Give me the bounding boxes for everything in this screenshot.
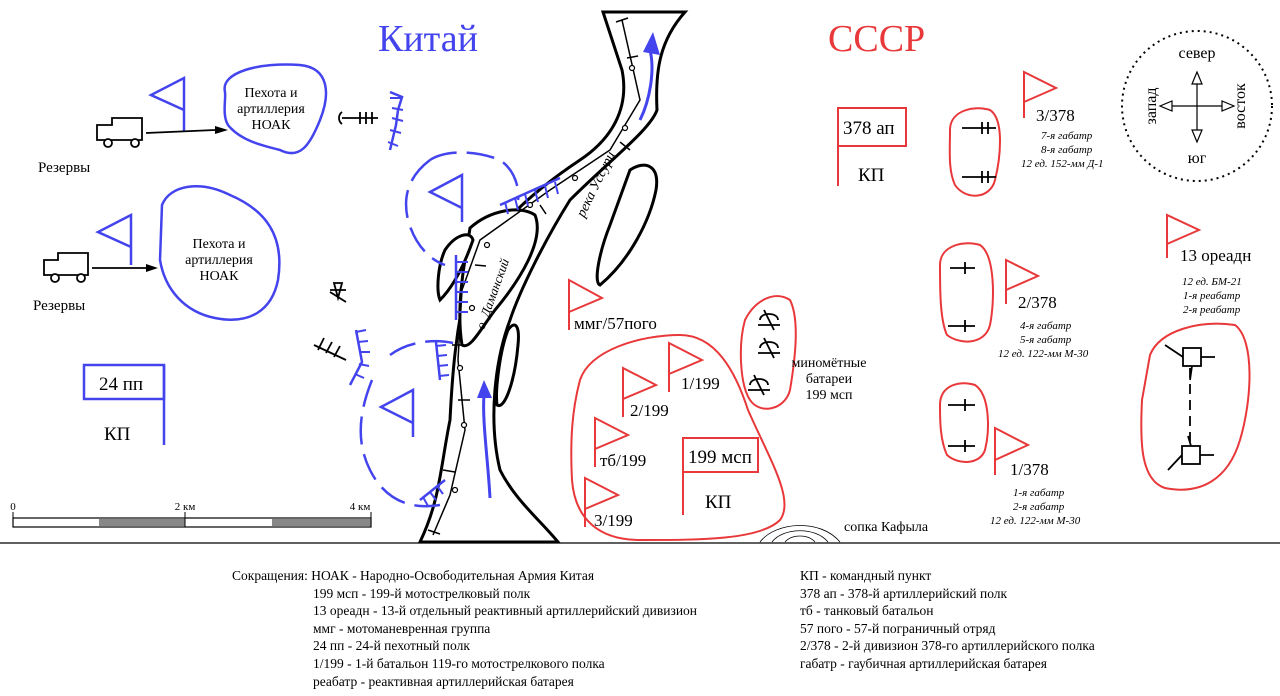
d2-line3: 12 ед. 122-мм М-30	[998, 348, 1089, 360]
mortars-line1: миномётные	[792, 356, 867, 371]
d3-label: 3/378	[1036, 106, 1075, 125]
mmg-label: ммг/57пого	[574, 314, 657, 333]
hill-label: сопка Кафыла	[844, 520, 929, 535]
oreadn-line3: 2-я реабатр	[1183, 304, 1241, 316]
reserves-2-label: Резервы	[33, 298, 85, 314]
scale-start: 0	[10, 501, 16, 513]
legend-item: ммг - мотоманевренная группа	[313, 620, 491, 636]
ussr-forces	[568, 70, 1251, 543]
artillery-symbols	[748, 122, 1215, 471]
d3-line3: 12 ед. 152-мм Д-1	[1021, 158, 1104, 170]
oreadn-label: 13 ореадн	[1180, 246, 1251, 265]
infantry-2-line2: артиллерия	[185, 253, 253, 268]
compass-east: восток	[1232, 83, 1249, 129]
d2-line2: 5-я габатр	[1020, 334, 1072, 346]
oreadn-line2: 1-я реабатр	[1183, 290, 1241, 302]
compass-north: север	[1179, 45, 1216, 62]
china-kp-label: КП	[104, 424, 131, 445]
legend-item: 199 мсп - 199-й мотострелковый полк	[313, 585, 531, 601]
ussr-title: СССР	[828, 18, 925, 60]
ussr-labels: ммг/57пого 1/199 2/199 тб/199 3/199 199 …	[574, 106, 1251, 535]
legend-right: КП - командный пункт 378 ап - 378-й арти…	[800, 567, 1095, 673]
d2-label: 2/378	[1018, 293, 1057, 312]
china-forces	[82, 63, 561, 508]
legend-item: 378 ап - 378-й артиллерийский полк	[800, 585, 1008, 601]
scale-mid: 2 км	[175, 501, 196, 513]
compass: север юг запад восток	[1121, 30, 1273, 182]
msp-label: 199 мсп	[688, 447, 752, 468]
d1-line2: 2-я габатр	[1013, 501, 1065, 513]
d1-line1: 1-я габатр	[1013, 487, 1065, 499]
legend-left: Сокращения: НОАК - Народно-Освободительн…	[232, 567, 697, 690]
oreadn-line1: 12 ед. БМ-21	[1182, 276, 1242, 288]
d3-line2: 8-я габатр	[1041, 144, 1093, 156]
legend-item: 2/378 - 2-й дивизион 378-го артиллерийск…	[800, 638, 1095, 654]
d3-line1: 7-я габатр	[1041, 130, 1093, 142]
b3-label: 3/199	[594, 511, 633, 530]
infantry-2-line1: Пехота и	[193, 237, 246, 252]
d2-line1: 4-я габатр	[1020, 320, 1072, 332]
infantry-1-line3: НОАК	[252, 118, 292, 133]
reserves-trucks	[43, 111, 378, 361]
scale-bar: 0 2 км 4 км	[10, 501, 372, 528]
ap-label: 378 ап	[843, 118, 895, 139]
legend-item: тб - танковый батальон	[800, 603, 934, 619]
ap-kp-label: КП	[858, 165, 885, 186]
msp-kp-label: КП	[705, 492, 732, 513]
china-title: Китай	[378, 18, 478, 60]
legend-item: 24 пп - 24-й пехотный полк	[313, 638, 470, 654]
compass-west: запад	[1143, 87, 1160, 124]
b2-label: 2/199	[630, 401, 669, 420]
compass-south: юг	[1188, 150, 1207, 167]
legend-item: 13 ореадн - 13-й отдельный реактивный ар…	[313, 603, 698, 619]
mortars-line2: батареи	[806, 372, 853, 387]
legend-item: 1/199 - 1-й батальон 119-го мотострелков…	[313, 655, 605, 671]
tb-label: тб/199	[600, 451, 646, 470]
infantry-2-line3: НОАК	[200, 269, 240, 284]
regiment-24-label: 24 пп	[99, 374, 143, 395]
china-labels: Пехота и артиллерия НОАК Пехота и артилл…	[33, 86, 305, 445]
reserves-1-label: Резервы	[38, 160, 90, 176]
d1-label: 1/378	[1010, 460, 1049, 479]
mortars-line3: 199 мсп	[805, 388, 853, 403]
legend-item: реабатр - реактивная артиллерийская бата…	[313, 673, 574, 689]
infantry-1-line1: Пехота и	[245, 86, 298, 101]
d1-line3: 12 ед. 122-мм М-30	[990, 515, 1081, 527]
legend-item: 57 пого - 57-й пограничный отряд	[800, 620, 996, 636]
legend-item: КП - командный пункт	[800, 568, 932, 583]
infantry-1-line2: артиллерия	[237, 102, 305, 117]
legend-heading: Сокращения:	[232, 568, 308, 583]
legend-item: НОАК - Народно-Освободительная Армия Кит…	[311, 568, 595, 583]
b1-label: 1/199	[681, 374, 720, 393]
river-flow-arrows	[482, 49, 654, 499]
scale-end: 4 км	[350, 501, 371, 513]
legend-item: габатр - гаубичная артиллерийская батаре…	[800, 655, 1047, 671]
